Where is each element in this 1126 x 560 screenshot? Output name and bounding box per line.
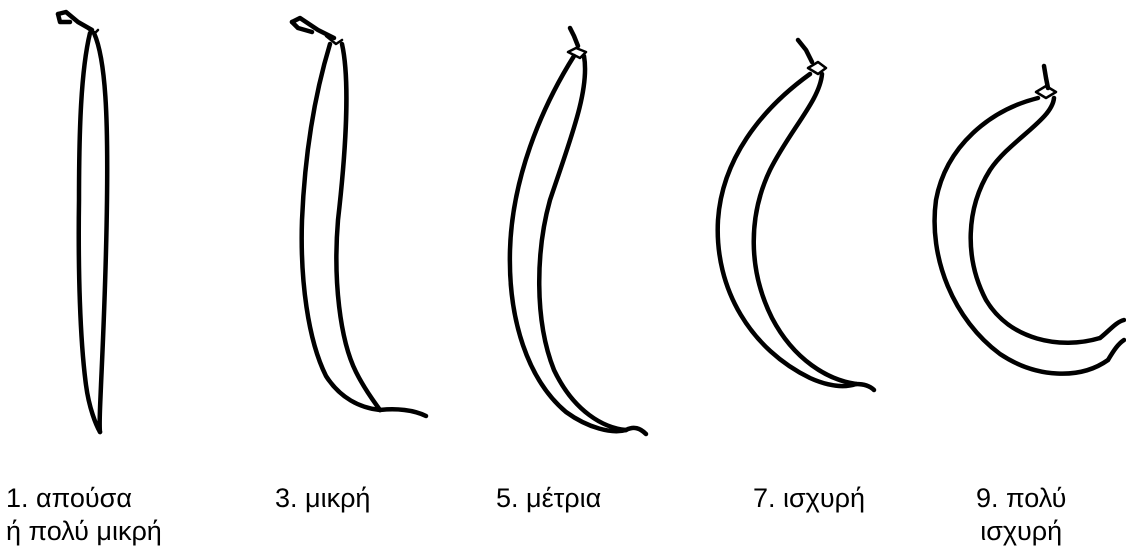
pod-3-slight-curve bbox=[292, 18, 426, 416]
pod-7-strong-curve bbox=[718, 40, 874, 390]
caption-5-line-1: 5. μέτρια bbox=[496, 482, 601, 515]
pod-3-right-edge bbox=[336, 44, 380, 410]
caption-3-line-1: 3. μικρή bbox=[275, 482, 370, 515]
pod-7-right-edge bbox=[754, 74, 856, 384]
caption-9-very-strong: 9. πολύ ισχυρή bbox=[976, 482, 1066, 548]
caption-7-line-1: 7. ισχυρή bbox=[753, 482, 865, 515]
pod-7-stem bbox=[798, 40, 812, 62]
caption-7-strong: 7. ισχυρή bbox=[753, 482, 865, 515]
pod-3-left-edge bbox=[302, 44, 380, 410]
pod-5-left-edge bbox=[510, 56, 626, 431]
caption-9-line-1: 9. πολύ bbox=[976, 482, 1066, 515]
pod-7-tip bbox=[856, 384, 874, 390]
pod-5-tip bbox=[626, 428, 646, 434]
pod-5-stem bbox=[570, 28, 578, 46]
pod-9-inner-edge bbox=[971, 98, 1100, 343]
caption-5-medium: 5. μέτρια bbox=[496, 482, 601, 515]
pod-1-straight bbox=[58, 12, 107, 432]
caption-1-absent-or-very-small: 1. απούσα ή πολύ μικρή bbox=[6, 482, 162, 548]
pod-9-very-strong-curve bbox=[935, 66, 1124, 374]
caption-9-line-2: ισχυρή bbox=[976, 515, 1066, 548]
pod-5-medium-curve bbox=[510, 28, 646, 434]
pod-curvature-illustrations bbox=[0, 0, 1126, 470]
pod-9-tip bbox=[1100, 320, 1124, 338]
pod-9-stem bbox=[1044, 66, 1048, 88]
pod-3-tip bbox=[380, 409, 426, 416]
pod-1-left-edge bbox=[79, 33, 100, 432]
caption-1-line-2: ή πολύ μικρή bbox=[6, 515, 162, 548]
pod-5-right-edge bbox=[539, 56, 626, 430]
caption-3-small: 3. μικρή bbox=[275, 482, 370, 515]
pod-9-tip-outer bbox=[1108, 340, 1124, 360]
pod-1-right-edge bbox=[94, 33, 107, 432]
caption-1-line-1: 1. απούσα bbox=[6, 482, 162, 515]
